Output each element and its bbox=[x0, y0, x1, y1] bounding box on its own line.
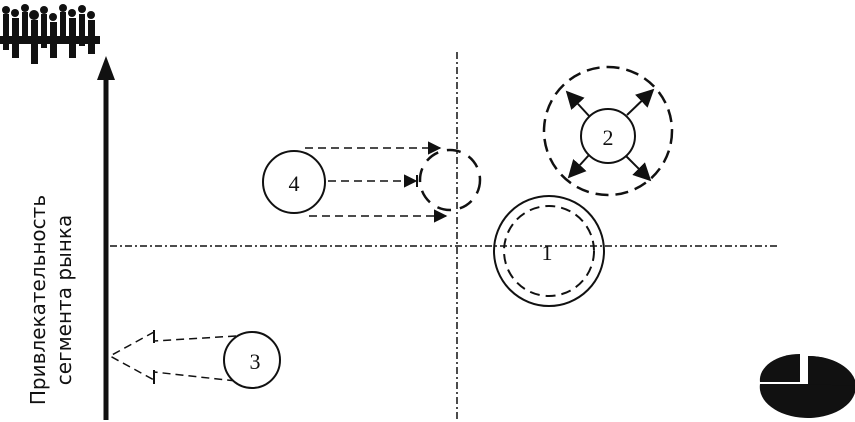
y-axis-label-line1: Привлекательность bbox=[26, 195, 50, 405]
circle-4-group: 4 bbox=[262, 141, 482, 223]
arrow-down-right bbox=[625, 155, 652, 182]
arrow-up-right bbox=[626, 88, 655, 116]
circle-1-inner-dashed bbox=[503, 205, 595, 297]
circle-1-outer bbox=[493, 195, 605, 307]
circle-3-group: 3 bbox=[108, 330, 281, 389]
circle-2-outer-dashed bbox=[542, 65, 674, 197]
pie-chart-icon bbox=[759, 353, 855, 418]
circle-4-target-dashed bbox=[418, 148, 482, 212]
arrow-down-left bbox=[567, 154, 590, 179]
arrow-3-hollow bbox=[108, 330, 237, 382]
circle-2-label: 2 bbox=[603, 125, 614, 150]
crowd-icon bbox=[0, 4, 100, 64]
circle-1-label: 1 bbox=[542, 240, 553, 265]
y-axis-label: Привлекательность сегмента рынка bbox=[26, 195, 76, 405]
circle-4-label: 4 bbox=[289, 171, 300, 196]
arrow-up-left bbox=[565, 90, 591, 118]
circle-3 bbox=[223, 331, 281, 389]
circle-2-group: 2 bbox=[542, 65, 674, 197]
y-axis-label-line2: сегмента рынка bbox=[52, 215, 76, 385]
y-axis bbox=[97, 56, 115, 420]
circle-3-label: 3 bbox=[250, 349, 261, 374]
circle-4 bbox=[262, 150, 326, 214]
circle-2-core bbox=[580, 108, 636, 164]
circle-1-group: 1 bbox=[493, 195, 605, 307]
